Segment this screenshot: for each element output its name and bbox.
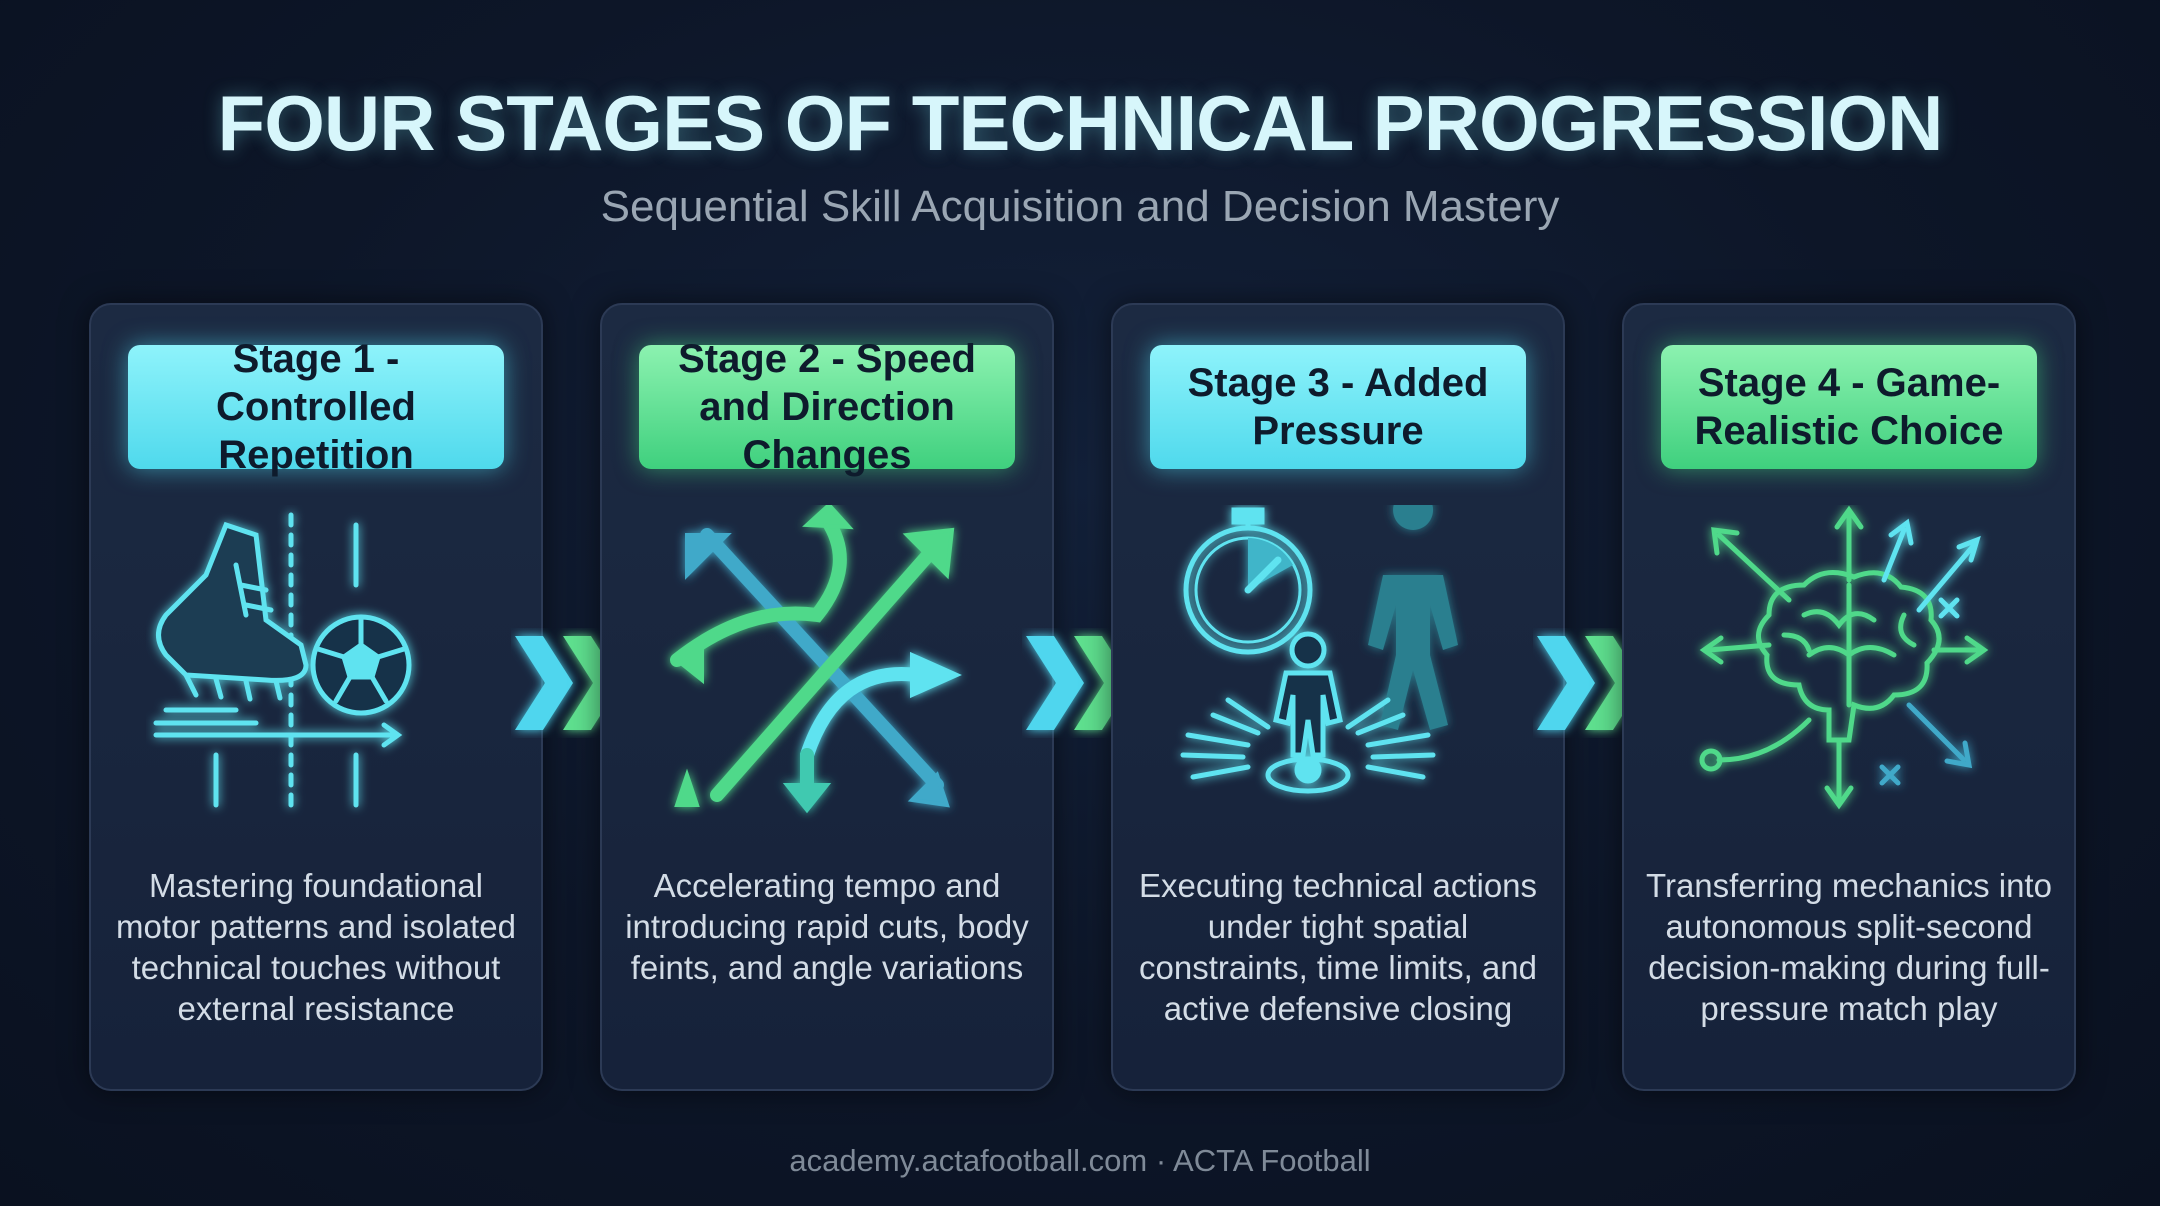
stage-3-badge: Stage 3 - Added Pressure [1150,345,1526,469]
stage-card-3: Stage 3 - Added Pressure Executing techn… [1111,303,1565,1091]
crossing-arrows-icon [670,505,962,814]
boot-and-ball-icon [153,512,412,808]
brain-decision-icon [1699,505,1989,810]
stage-card-1: Stage 1 - Controlled Repetition Masterin… [89,303,543,1091]
stage-4-description: Transferring mechanics into autonomous s… [1646,867,2052,1027]
stopwatch-defender-icon [1180,505,1458,794]
stage-4-badge: Stage 4 - Game-Realistic Choice [1661,345,2037,469]
page-subtitle: Sequential Skill Acquisition and Decisio… [600,182,1560,231]
stage-2-description: Accelerating tempo and introducing rapid… [625,867,1029,986]
stage-1-description: Mastering foundational motor patterns an… [116,867,516,1027]
stage-card-4: Stage 4 - Game-Realistic Choice [1622,303,2076,1091]
footer-credit: academy.actafootball.com · ACTA Football [789,1143,1371,1178]
stage-2-badge: Stage 2 - Speed and Direction Changes [639,337,1015,477]
stage-1-badge: Stage 1 - Controlled Repetition [128,337,504,477]
stage-3-description: Executing technical actions under tight … [1138,867,1538,1027]
stage-card-2: Stage 2 - Speed and Direction Changes Ac… [600,303,1054,1091]
page-title: FOUR STAGES OF TECHNICAL PROGRESSION [217,79,1944,167]
